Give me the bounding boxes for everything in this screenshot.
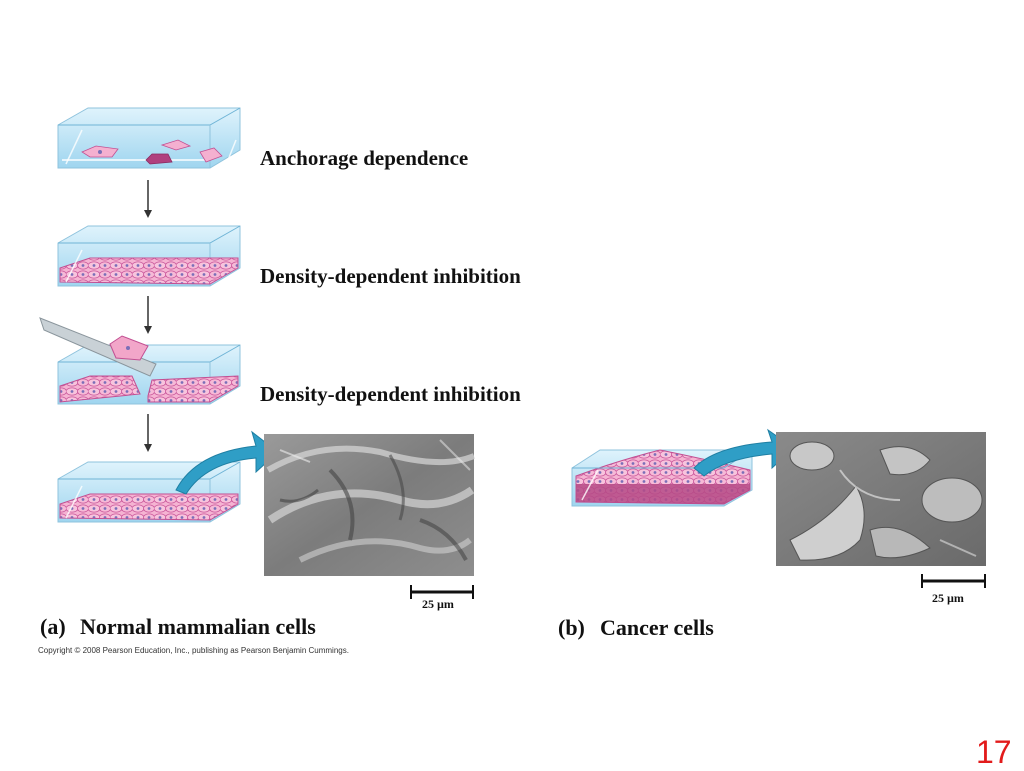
dish-1-anchorage	[57, 107, 241, 169]
copyright-notice: Copyright © 2008 Pearson Education, Inc.…	[38, 646, 349, 655]
caption-a-text: Normal mammalian cells	[80, 614, 316, 639]
micrograph-cancer-cells	[776, 432, 986, 566]
micrograph-normal-cells	[264, 434, 476, 576]
sparse-cells	[81, 139, 223, 165]
dish-2-confluent	[57, 225, 241, 287]
step-label-anchorage: Anchorage dependence	[260, 146, 469, 170]
scale-bar-a	[410, 585, 474, 599]
scraper-tool	[39, 317, 157, 377]
caption-b-letter: (b)	[558, 615, 585, 640]
down-arrow-2	[144, 296, 152, 334]
scale-label-b: 25 µm	[932, 591, 964, 605]
dish-4-monolayer	[57, 461, 241, 523]
caption-b-text: Cancer cells	[600, 615, 714, 640]
scale-label-a: 25 µm	[422, 597, 454, 611]
dish-3-scraped	[57, 344, 241, 405]
scale-bar-b	[921, 574, 986, 588]
down-arrow-3	[144, 414, 152, 452]
caption-a-letter: (a)	[40, 614, 66, 639]
down-arrow-1	[144, 180, 152, 218]
step-label-density-1: Density-dependent inhibition	[260, 264, 521, 288]
slide-number: 17	[976, 734, 1012, 770]
step-label-density-2: Density-dependent inhibition	[260, 382, 521, 406]
